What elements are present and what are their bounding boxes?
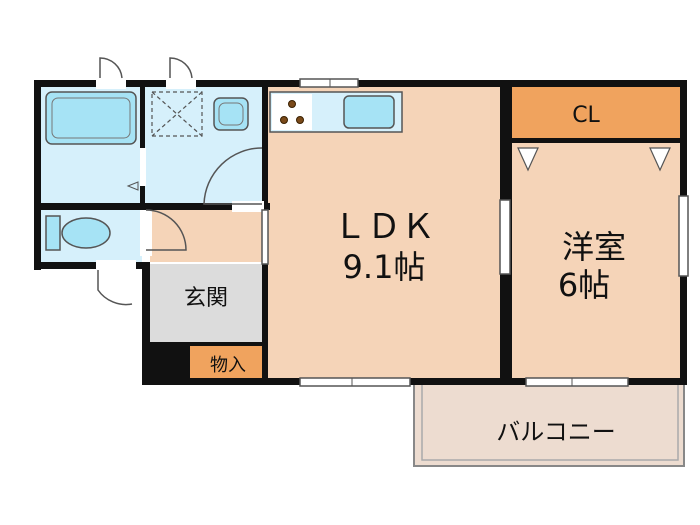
door-openings: [96, 78, 264, 271]
window-marks: [329, 79, 573, 386]
balcony-label: バルコニー: [496, 418, 616, 446]
entrance-area: [150, 264, 266, 344]
washbasin-icon: [213, 97, 249, 131]
bathtub-icon: [45, 91, 137, 145]
balcony-area: [413, 383, 685, 467]
storage-label: 物入: [210, 355, 246, 376]
kitchen-sink-icon: [343, 95, 395, 129]
door-swings: [97, 57, 263, 306]
entrance-label: 玄関: [184, 286, 228, 311]
closet-label: CL: [572, 103, 600, 128]
western-room-size-label: 6帖: [558, 266, 610, 304]
ldk-name-label: ＬＤＫ: [333, 207, 435, 247]
hallway-area: [150, 206, 266, 262]
ldk-area: [266, 86, 504, 378]
toilet-icon: [45, 215, 111, 251]
stove-icon: [272, 94, 312, 130]
storage-area: [190, 346, 266, 378]
western-room-name-label: 洋室: [562, 228, 626, 266]
windows: [261, 78, 689, 387]
western-room-area: [510, 142, 680, 378]
bath-step-mark: [126, 181, 139, 191]
washer-pan-icon: [151, 91, 203, 137]
ldk-size-label: 9.1帖: [343, 248, 426, 286]
closet-area: [510, 86, 680, 142]
closet-door-marks: [517, 147, 671, 172]
